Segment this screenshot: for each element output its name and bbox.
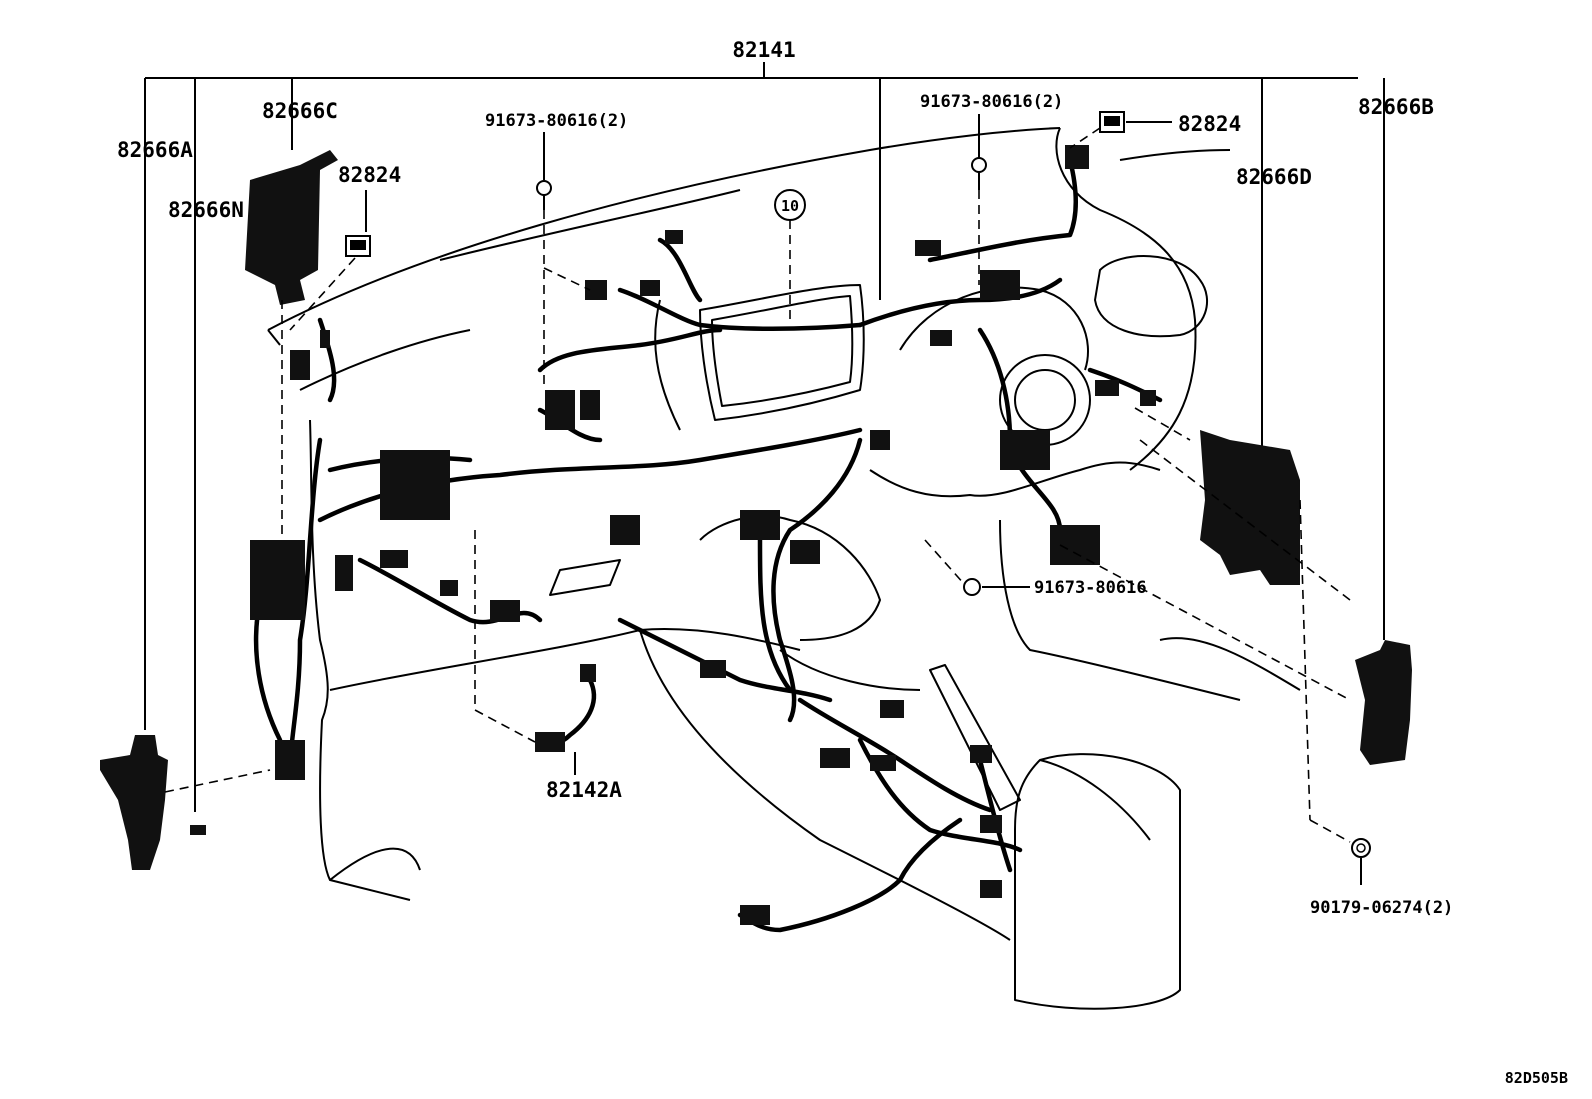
main-harness-leaders (144, 62, 1385, 812)
label-82824-right: 82824 (1178, 112, 1241, 136)
connectors (250, 145, 1156, 925)
center-display: 10 (699, 189, 865, 421)
label-nut: 90179-06274(2) (1310, 898, 1453, 918)
bolt-left (536, 180, 552, 210)
part-labels: 82141 82666A 82666C 82666N 82824 91673-8… (117, 38, 1568, 1087)
label-82666B: 82666B (1358, 95, 1434, 119)
dashboard-outline (267, 127, 1301, 1010)
clip-82666N (190, 825, 206, 835)
label-82666A: 82666A (117, 138, 193, 162)
label-bolt-left: 91673-80616(2) (485, 111, 628, 131)
clip-82666C (245, 150, 338, 305)
clamp-82824-left (345, 235, 371, 257)
label-bolt-center: 91673-80616 (1034, 578, 1147, 598)
bolt-center (963, 578, 981, 596)
diagram-code: 82D505B (1505, 1069, 1568, 1087)
clamp-82824-right (1099, 111, 1125, 133)
label-82666N: 82666N (168, 198, 244, 222)
assembly-dash-lines (164, 127, 1351, 843)
label-82141: 82141 (732, 38, 795, 62)
bolt-right (971, 157, 987, 190)
label-82666D: 82666D (1236, 165, 1312, 189)
label-82142A: 82142A (546, 778, 622, 802)
ref-circle-label: 10 (781, 197, 799, 215)
label-82824-left: 82824 (338, 163, 401, 187)
clip-82666A (100, 735, 168, 870)
label-bolt-right: 91673-80616(2) (920, 92, 1063, 112)
label-82666C: 82666C (262, 99, 338, 123)
gauge-area (899, 286, 1091, 446)
nut-90179 (1351, 838, 1371, 858)
label-leaders (365, 114, 1362, 885)
clip-82666B (1355, 640, 1412, 765)
clip-82666D (1200, 430, 1300, 585)
